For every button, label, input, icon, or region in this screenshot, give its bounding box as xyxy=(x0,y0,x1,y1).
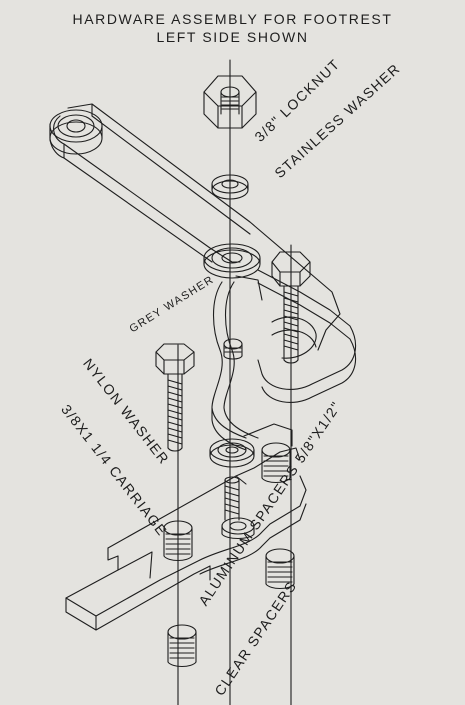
nylon-washer-part xyxy=(210,439,254,467)
lower-footrest-bracket xyxy=(66,424,306,630)
drop-bracket-plate xyxy=(212,276,262,450)
upper-arm-pivot-hub xyxy=(50,110,102,154)
right-hex-bolt xyxy=(272,252,310,363)
aluminum-spacer-lower xyxy=(266,549,294,589)
drawing-title-line-2: LEFT SIDE SHOWN xyxy=(156,29,309,45)
drawing-title-line-1: HARDWARE ASSEMBLY FOR FOOTREST xyxy=(72,11,393,27)
center-bushing-part xyxy=(224,339,242,359)
locknut-part xyxy=(204,76,256,128)
carriage-bolt-part xyxy=(156,344,194,451)
clear-spacer-upper xyxy=(164,521,192,561)
clear-spacer-lower xyxy=(168,625,196,667)
center-threaded-stud xyxy=(222,477,254,539)
stainless-washer-part xyxy=(212,175,248,199)
aluminum-spacer-upper xyxy=(262,443,290,483)
grey-washer-part xyxy=(204,244,260,278)
